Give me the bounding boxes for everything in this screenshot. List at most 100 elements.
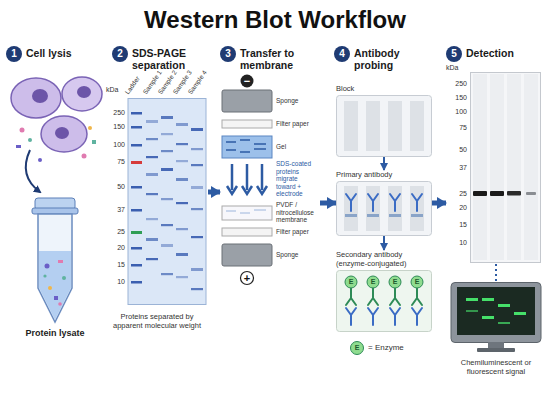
enzyme-label: E <box>389 277 401 287</box>
flow-arrow <box>320 201 336 206</box>
node-text: Secondary antibody (enzyme-conjugated) <box>336 250 416 268</box>
protein-band <box>146 173 158 176</box>
protein-band <box>176 178 188 181</box>
lysate-node: Protein lysate <box>20 196 90 339</box>
lysis-arrow <box>26 150 40 192</box>
ladder-bands <box>131 112 142 284</box>
protein-band <box>176 253 188 256</box>
size-marker: 10 <box>446 239 467 247</box>
size-marker: 50 <box>106 183 125 191</box>
protein-band <box>161 244 173 247</box>
size-marker: 10 <box>106 278 125 286</box>
protein-band <box>161 224 173 226</box>
protein-band <box>161 273 173 275</box>
step-number: 2 <box>112 46 128 62</box>
protein-band <box>191 268 203 271</box>
blot-node: kDa 250 150 100 75 50 37 25 20 15 10 <box>446 64 544 264</box>
secondary-node: Secondary antibody (enzyme-conjugated) E… <box>336 250 432 332</box>
primary-panel <box>336 181 432 236</box>
primary-antibodies <box>336 181 432 236</box>
size-marker: 20 <box>446 204 467 212</box>
protein-band <box>161 133 173 135</box>
size-marker: 25 <box>446 190 467 198</box>
protein-band <box>161 198 173 200</box>
layer-label: PVDF / nitrocellulose membrane <box>276 201 318 224</box>
diagram-title: Western Blot Workflow <box>0 5 550 35</box>
protein-band <box>191 186 203 189</box>
protein-band <box>161 168 173 171</box>
size-marker: 37 <box>106 206 125 214</box>
size-marker: 75 <box>106 158 125 166</box>
node-text: SDS-coated proteins migrate toward + ele… <box>276 160 318 198</box>
lane-label: Ladder <box>123 75 141 96</box>
flow-arrow <box>432 201 446 206</box>
protein-band <box>146 156 158 158</box>
protein-band <box>161 150 173 152</box>
protein-band <box>191 128 203 131</box>
legend-symbol: E <box>350 341 364 355</box>
gel-node: Proteins separated by apparent molecular… <box>106 98 208 330</box>
node-text: Proteins separated by apparent molecular… <box>106 312 208 330</box>
protein-band <box>191 236 203 238</box>
size-marker: 37 <box>446 164 467 172</box>
protein-band <box>191 288 203 290</box>
imager-monitor <box>448 282 544 354</box>
flow-arrow <box>495 264 497 282</box>
size-marker: 75 <box>446 124 467 132</box>
layer-label: Sponge <box>276 251 318 259</box>
enzyme-label: E <box>367 277 379 287</box>
monitor-node: Chemiluminescent or fluorescent signal <box>448 282 544 376</box>
protein-band <box>176 160 188 162</box>
node-text: Block <box>336 84 416 93</box>
protein-band <box>146 258 158 260</box>
layer-label: Gel <box>276 143 318 151</box>
step-number: 5 <box>446 46 462 62</box>
protein-band <box>176 123 188 126</box>
block-membrane <box>336 95 432 157</box>
primary-node: Primary antibody <box>336 170 432 236</box>
step-heading: Cell lysis <box>26 47 108 59</box>
protein-band <box>191 148 203 150</box>
size-marker: 25 <box>106 228 125 236</box>
protein-band <box>191 208 203 210</box>
transfer-stack <box>220 74 320 286</box>
size-marker: 150 <box>446 94 467 102</box>
flow-arrow <box>383 157 385 170</box>
legend: E = Enzyme <box>350 341 404 355</box>
electrode-sign: − <box>241 75 253 87</box>
protein-band <box>176 202 188 204</box>
cells <box>11 77 102 152</box>
protein-band <box>146 218 158 220</box>
protein-band <box>176 143 188 145</box>
size-marker: 50 <box>446 146 467 154</box>
step-heading: SDS-PAGE separation <box>132 47 214 71</box>
node-text: kDa <box>446 64 468 72</box>
size-marker: 15 <box>446 221 467 229</box>
transfer-node: SDS-coated proteins migrate toward + ele… <box>220 74 320 286</box>
protein-band <box>161 116 173 119</box>
step-number: 1 <box>6 46 22 62</box>
node-text: Chemiluminescent or fluorescent signal <box>448 358 544 376</box>
legend-row: E = Enzyme <box>350 341 404 355</box>
size-marker: 250 <box>106 109 125 117</box>
layer-label: Filter paper <box>276 120 318 128</box>
layer-label: Filter paper <box>276 228 318 236</box>
step-number: 4 <box>334 46 350 62</box>
step-heading: Detection <box>466 47 548 59</box>
protein-band <box>146 238 158 241</box>
size-marker: 100 <box>446 108 467 116</box>
sample-bands <box>146 116 203 290</box>
legend-text: = Enzyme <box>368 343 404 353</box>
step-heading: Antibody probing <box>354 47 436 71</box>
size-marker: 15 <box>106 261 125 269</box>
size-marker: 100 <box>106 141 125 149</box>
step-number: 3 <box>220 46 236 62</box>
block-node: Block <box>336 84 432 157</box>
protein-band <box>146 193 158 195</box>
lysate-tube <box>20 196 90 326</box>
flow-arrow <box>208 190 220 195</box>
flow-arrow <box>383 236 385 250</box>
size-marker: 250 <box>446 80 467 88</box>
secondary-panel: EEEE <box>336 270 432 332</box>
enzyme-label: E <box>411 277 423 287</box>
